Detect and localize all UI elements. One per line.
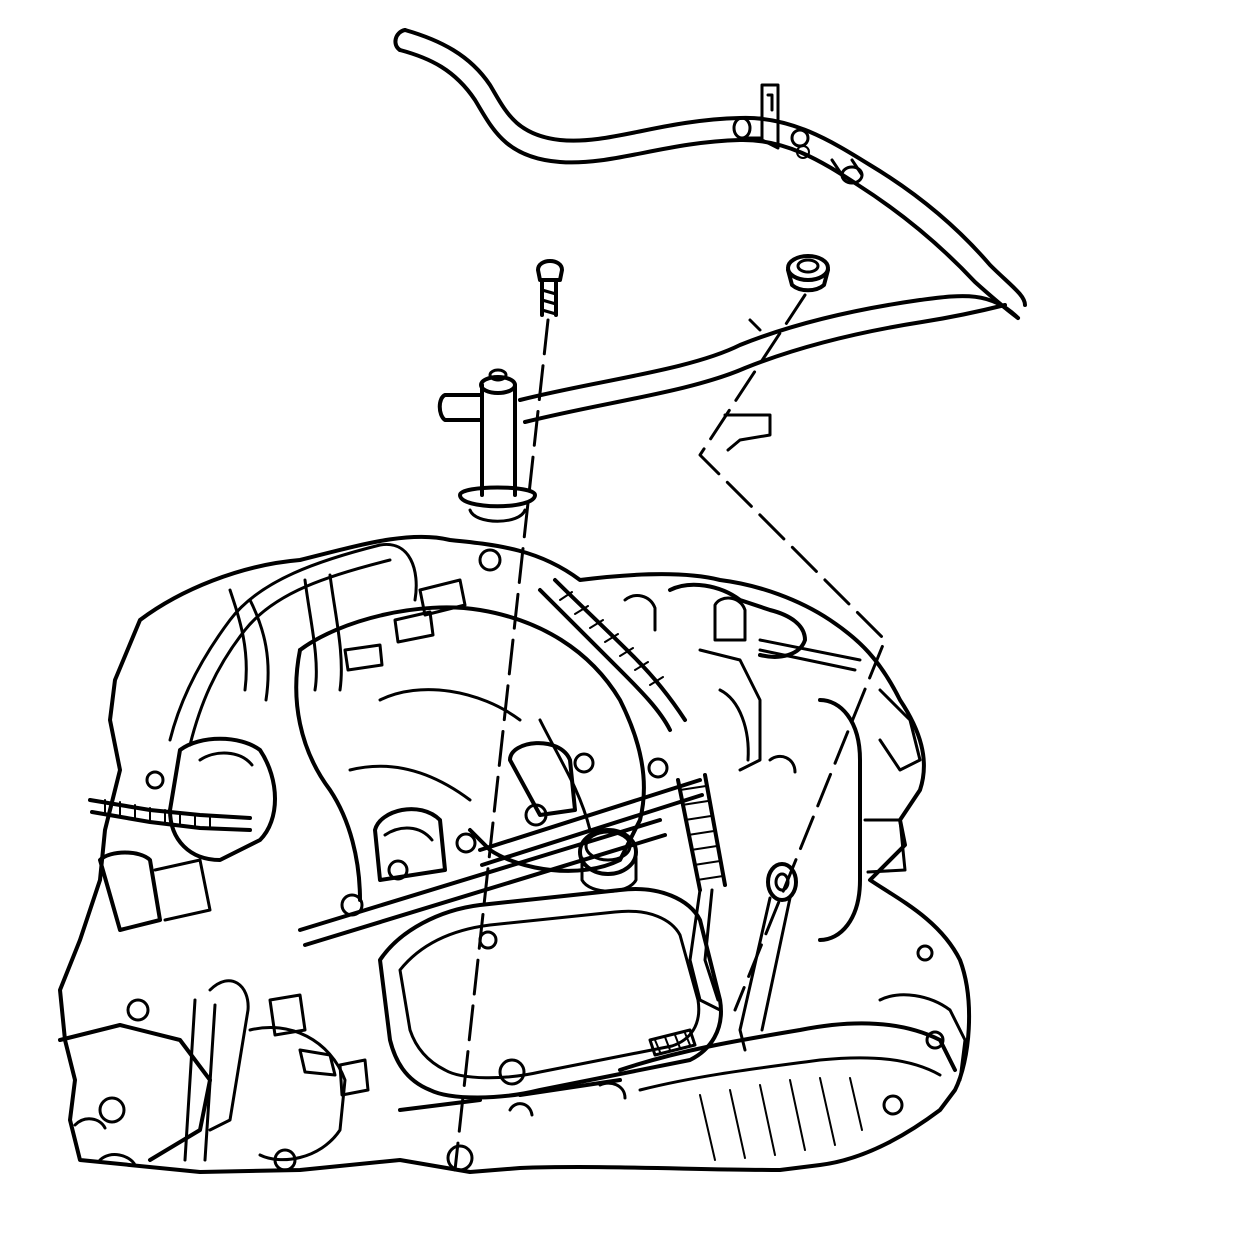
bolt-icon [536,259,564,317]
engine-assembly [58,534,972,1174]
coolant-pipe-upper [393,28,1027,320]
nut-icon [786,254,830,293]
coolant-pipe-lower [437,294,1020,523]
bolt-heads [98,548,945,1172]
leader-lines [453,293,887,1172]
